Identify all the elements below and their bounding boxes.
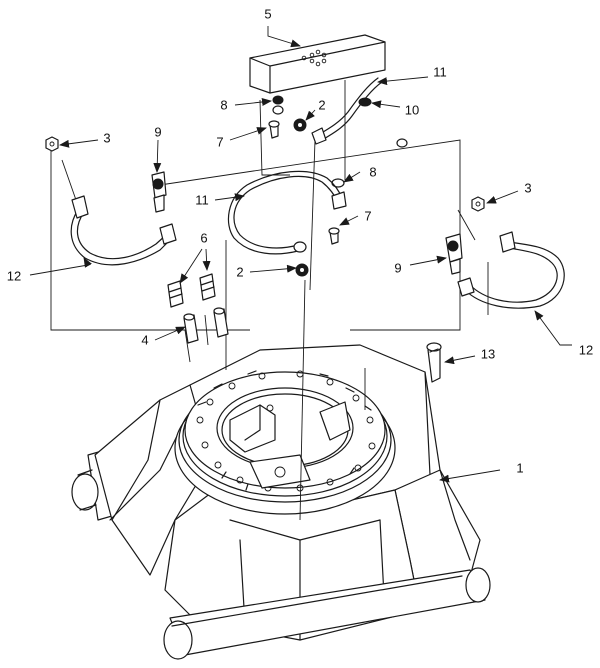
callout-7-left: 7 <box>216 135 223 150</box>
valve-block <box>249 34 386 94</box>
fitting-7-left <box>268 120 280 139</box>
fitting-4-right <box>213 307 229 338</box>
callout-7-right: 7 <box>364 209 371 224</box>
callout-2-upper: 2 <box>318 98 325 113</box>
callout-9-right: 9 <box>394 261 401 276</box>
callout-12-left: 12 <box>7 269 21 284</box>
nut-3-right <box>471 196 485 212</box>
callout-labels: 1 2 2 3 3 4 5 6 7 7 8 8 9 9 10 11 11 12 … <box>7 7 593 476</box>
fitting-7-right <box>328 227 340 245</box>
callout-3-right: 3 <box>524 181 531 196</box>
callout-1: 1 <box>516 461 523 476</box>
callout-2-lower: 2 <box>236 265 243 280</box>
fitting-8-left <box>272 95 284 115</box>
hose-11-upper <box>311 77 383 145</box>
fitting-4-left <box>183 313 199 344</box>
washer-8-right <box>331 178 345 188</box>
callout-11-middle: 11 <box>195 193 209 208</box>
callout-12-right: 12 <box>579 343 593 358</box>
bolt-13 <box>426 342 442 383</box>
callout-13: 13 <box>481 347 495 362</box>
callout-4: 4 <box>141 333 148 348</box>
washer-10b <box>396 138 408 148</box>
fitting-10 <box>358 97 372 107</box>
callout-10: 10 <box>405 103 419 118</box>
slewing-ring <box>174 370 396 515</box>
callout-9-left: 9 <box>154 125 161 140</box>
callout-11-upper: 11 <box>433 65 447 80</box>
fitting-9-right <box>445 233 463 275</box>
fitting-2-lower <box>295 263 309 277</box>
callout-8-right: 8 <box>369 165 376 180</box>
callout-6: 6 <box>200 231 207 246</box>
fitting-6-left <box>167 280 184 308</box>
callout-3-left: 3 <box>103 131 110 146</box>
callout-5: 5 <box>264 7 271 22</box>
fitting-2-upper <box>293 118 307 132</box>
fitting-9-left <box>151 171 167 213</box>
callout-8-left: 8 <box>220 98 227 113</box>
fitting-6-right <box>199 273 216 301</box>
hose-12-left <box>70 195 177 266</box>
leader-lines <box>29 26 572 483</box>
nut-3-left <box>45 136 59 152</box>
hose-11-middle <box>227 170 347 255</box>
hose-12-right <box>457 231 565 309</box>
